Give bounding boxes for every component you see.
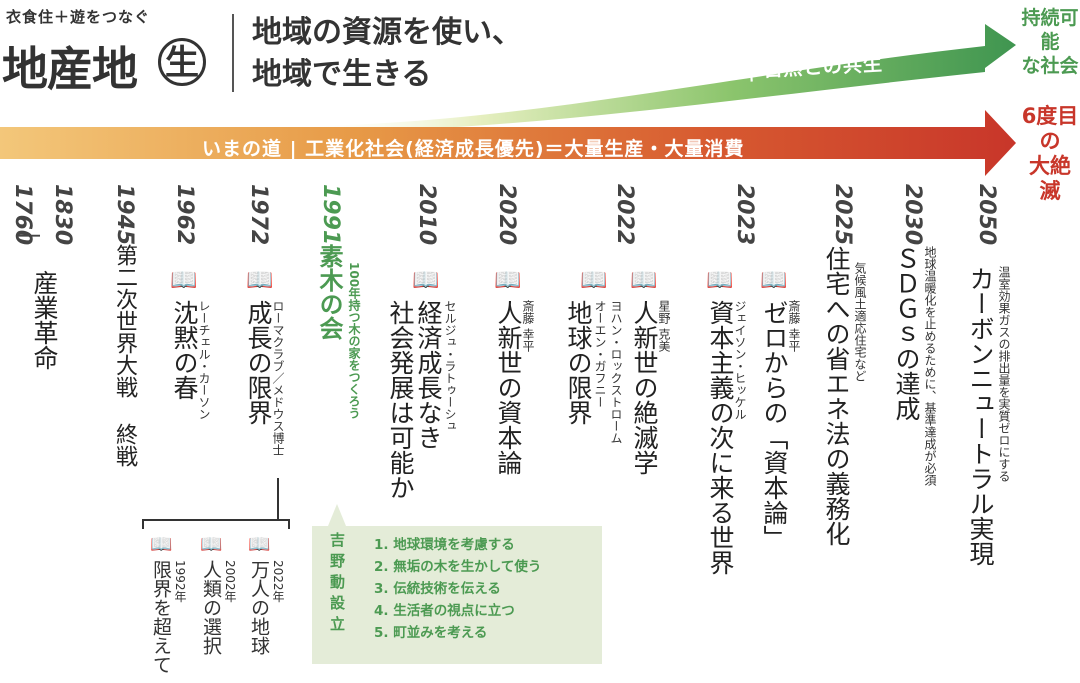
year-1991: 1991 (318, 184, 343, 246)
headline-line2: 地域で生きる (252, 57, 432, 92)
book-icon: 📖 (630, 268, 658, 293)
principle-item: 5. 町並みを考える (374, 625, 488, 641)
green-arrow (300, 24, 1016, 132)
event-shiraki: 素木の会 (315, 244, 343, 340)
book-title-part: 「資本論」 (760, 425, 789, 550)
author-hoshino: 星野 克美 (657, 300, 671, 352)
sdgs-note: 地球温暖化を止めるために、基準達成が必須 (923, 246, 937, 486)
book-title-part: 資本論 (494, 400, 523, 475)
book-icon: 📖 (200, 534, 223, 555)
principle-item: 1. 地球環境を考慮する (374, 537, 515, 553)
green-goal: 持続可能 な社会 (1020, 6, 1080, 78)
book-icon: 📖 (248, 534, 271, 555)
book-extinctology: 人新世の絶滅学 (626, 300, 662, 475)
author-hickel: ジェイソン・ヒッケル (733, 300, 747, 420)
yoshino-callout-pointer (328, 504, 346, 526)
red-goal-line1: 6度目の (1021, 104, 1079, 153)
year-1962: 1962 (172, 184, 197, 246)
book-icon: 📖 (150, 534, 173, 555)
book-degrowth-line2: 社会発展は可能か (386, 300, 415, 500)
book-less-is-more: 資本主義の次に来る世界 (702, 300, 738, 575)
book-title-part: 人新世の (494, 300, 523, 400)
author-saito: 斎藤 幸平 (521, 300, 535, 352)
headline: 地域の資源を使い、 地域で生きる (252, 12, 522, 96)
red-arrow (0, 110, 1016, 176)
year-1945: 1945 (112, 184, 137, 246)
year-2020: 2020 (494, 184, 519, 246)
green-goal-line1: 持続可能 (1021, 7, 1079, 53)
author-rockstrom: ヨハン・ロックストローム (609, 300, 623, 444)
book-icon: 📖 (246, 268, 274, 293)
book-capital-from-zero: ゼロからの「資本論」 (756, 300, 792, 550)
author-gaffney: オーエン・ガフニー (593, 300, 607, 408)
year-2010: 2010 (414, 184, 439, 246)
year-2025: 2025 (830, 184, 855, 246)
year-1972: 1972 (246, 184, 271, 246)
event-carbon-neutral: カーボンニュートラル実現 (966, 266, 995, 566)
year-2050: 2050 (974, 184, 999, 246)
book-silent-spring: 沈黙の春 (170, 300, 199, 400)
book-planetary-boundaries: 地球の限界 (564, 300, 593, 425)
header-divider (232, 14, 234, 92)
red-goal-line2: 大絶滅 (1029, 154, 1071, 203)
book-degrowth-line1: 経済成長なき (414, 300, 443, 450)
book-capital-anthropocene: 人新世の資本論 (490, 300, 526, 475)
year-1992-label: 1992年 (173, 560, 187, 603)
bracket-right (288, 519, 290, 529)
bracket-bar (142, 519, 290, 521)
year-dash: | (17, 232, 42, 240)
event-industrial-revolution: 産業革命 (30, 270, 59, 370)
carbon-neutral-note: 温室効果ガスの排出量を実質ゼロにする (997, 266, 1011, 482)
book-beyond-limits: 限界を超えて (150, 560, 172, 674)
year-2002-label: 2002年 (223, 560, 237, 603)
book-icon: 📖 (706, 268, 734, 293)
red-arrow-label: いまの道 | 工業化社会(経済成長優先)＝大量生産・大量消費 (202, 138, 745, 160)
event-energy-law: 住宅への省エネ法の義務化 (822, 246, 851, 546)
logo-tagline: 衣食住＋遊をつなぐ (6, 8, 151, 26)
bracket-stem (277, 478, 279, 520)
book-icon: 📖 (170, 268, 198, 293)
author-saito: 斎藤 幸平 (787, 300, 801, 352)
book-title-part: 資本主義の (706, 300, 735, 425)
shiraki-note: 100年持つ木の家をつくろう (347, 262, 361, 420)
author-carson: レーチェル・カーソン (197, 300, 211, 420)
book-icon: 📖 (760, 268, 788, 293)
principle-item: 3. 伝統技術を伝える (374, 581, 501, 597)
event-ww2-end: 第二次世界大戦 終戦 (112, 244, 137, 467)
author-meadows: ローマクラブ／メドウス博士 (271, 300, 285, 456)
book-human-choice: 人類の選択 (200, 560, 222, 655)
year-1830: 1830 (50, 184, 75, 246)
green-goal-line2: な社会 (1021, 55, 1079, 77)
book-earth-for-all: 万人の地球 (248, 560, 270, 655)
yoshino-principles: 1. 地球環境を考慮する 2. 無垢の木を生かして使う 3. 伝統技術を伝える … (374, 534, 541, 644)
yoshino-callout (312, 526, 602, 664)
principle-item: 4. 生活者の視点に立つ (374, 603, 515, 619)
book-limits-to-growth: 成長の限界 (244, 300, 273, 425)
event-sdgs: ＳＤＧｓの達成 (892, 246, 921, 421)
principle-item: 2. 無垢の木を生かして使う (374, 559, 542, 575)
bracket-left (142, 519, 144, 529)
logo-circle: 生 (158, 38, 206, 86)
year-2030: 2030 (900, 184, 925, 246)
red-goal: 6度目の 大絶滅 (1020, 104, 1080, 204)
logo-main: 地産地 (2, 42, 138, 96)
logo-circle-char: 生 (165, 43, 199, 83)
yoshino-title: 吉野動設立 (328, 532, 346, 637)
author-latouche: セルジュ・ラトゥーシュ (443, 300, 457, 432)
book-title-part: 人新世の (630, 300, 659, 400)
headline-line1: 地域の資源を使い、 (252, 15, 522, 50)
book-icon: 📖 (494, 268, 522, 293)
book-title-part: ゼロからの (760, 300, 789, 425)
year-2022-label: 2022年 (271, 560, 285, 603)
book-icon: 📖 (580, 268, 608, 293)
year-2022: 2022 (612, 184, 637, 246)
book-icon: 📖 (412, 268, 440, 293)
year-1760: 1760 (10, 184, 35, 246)
book-title-part: 絶滅学 (630, 400, 659, 475)
book-title-part: 次に来る世界 (706, 425, 735, 575)
year-2023: 2023 (732, 184, 757, 246)
energy-law-note: 気候風土適応住宅など (853, 262, 867, 382)
